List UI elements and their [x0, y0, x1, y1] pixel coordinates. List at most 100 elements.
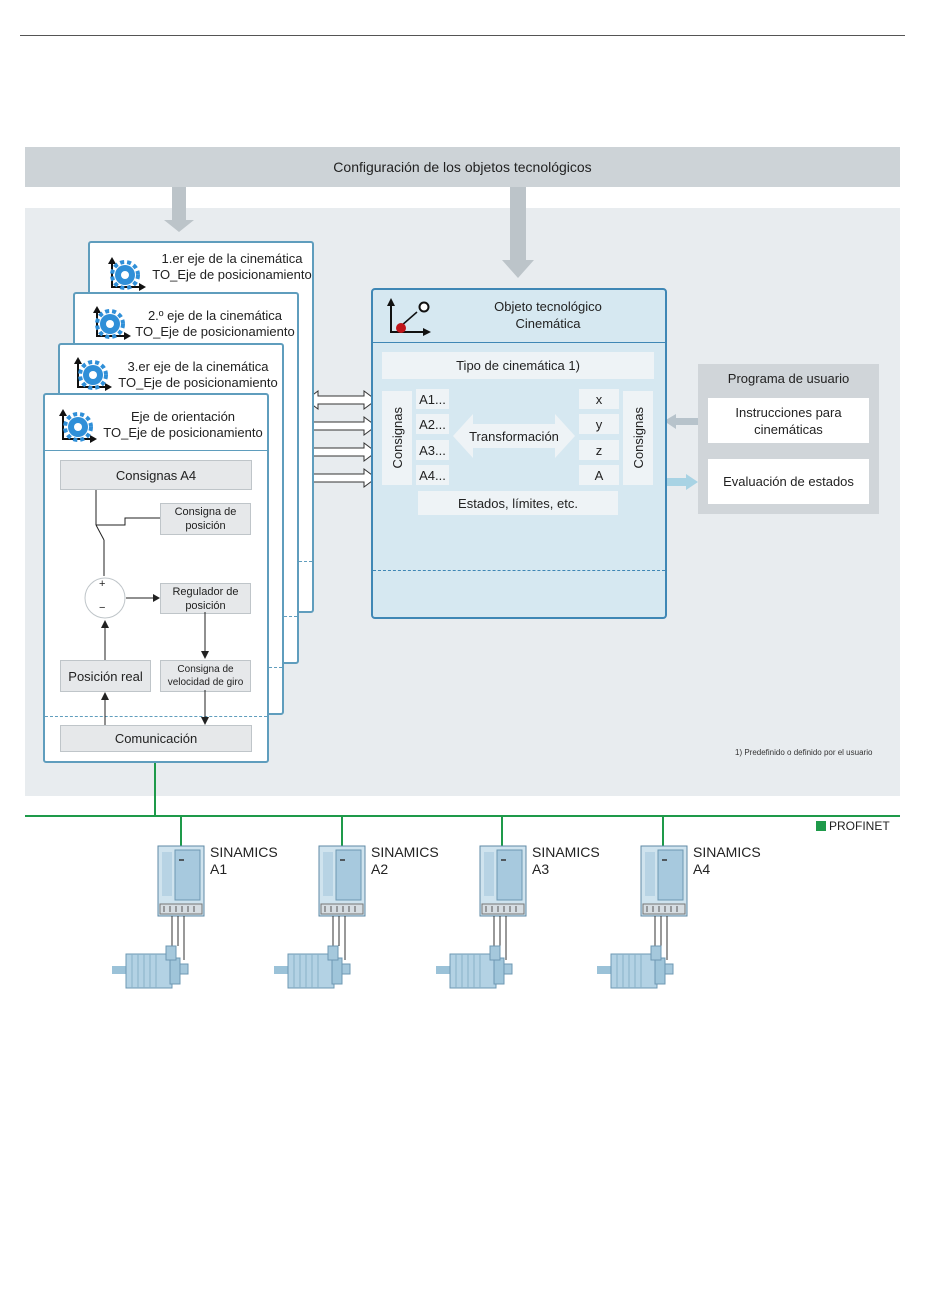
orientation-line2: TO_Eje de posicionamiento	[103, 425, 263, 440]
config-title: Configuración de los objetos tecnológico…	[333, 159, 592, 175]
orientation-divider	[45, 716, 267, 717]
output-x-label: x	[595, 391, 603, 407]
speed-setpoint-box: Consigna de velocidad de giro	[160, 660, 251, 692]
output-x: x	[579, 389, 619, 409]
drive-icon-a1	[157, 845, 205, 917]
coordinate-icon	[108, 257, 146, 291]
drive-a2-id: A2	[371, 861, 389, 877]
transformation-arrow	[453, 414, 575, 458]
motor-icon-a2	[273, 945, 351, 989]
motor-icon-a3	[435, 945, 513, 989]
orientation-header-rule	[45, 450, 267, 451]
kinematics-coordinate-icon	[387, 298, 431, 336]
minus-sign: −	[99, 602, 106, 614]
user-to-kin-arrow	[664, 414, 698, 429]
drive-a3-id: A3	[532, 861, 550, 877]
kinematics-object: Objeto tecnológico Cinemática Tipo de ci…	[371, 288, 667, 619]
input-a2: A2...	[416, 414, 449, 434]
footnote: 1) Predefinido o definido por el usuario	[735, 748, 873, 757]
evaluation-label: Evaluación de estados	[723, 474, 854, 489]
transformation-label: Transformación	[469, 429, 559, 444]
instructions-label: Instrucciones para cinemáticas	[735, 404, 842, 437]
input-a2-label: A2...	[419, 416, 446, 432]
top-rule	[20, 35, 905, 36]
speed-setpoint-label: Consigna de velocidad de giro	[167, 664, 244, 688]
motor-icon-a4	[596, 945, 674, 989]
drive-a1-id: A1	[210, 861, 228, 877]
drive-a1-name: SINAMICS	[210, 844, 278, 860]
coordinate-icon	[59, 409, 97, 443]
input-a1: A1...	[416, 389, 449, 409]
gear-icon	[95, 309, 125, 339]
evaluation-box: Evaluación de estados	[708, 459, 869, 504]
profinet-legend-square	[816, 821, 826, 831]
drive-a4-id: A4	[693, 861, 711, 877]
kinematics-title: Objeto tecnológico Cinemática	[433, 298, 663, 332]
gear-icon	[63, 412, 93, 442]
output-a-label: A	[594, 467, 604, 483]
communication-box: Comunicación	[60, 725, 252, 752]
axis-1-line1: 1.er eje de la cinemática	[161, 251, 303, 266]
user-program: Programa de usuario Instrucciones para c…	[698, 364, 879, 514]
communication-label: Comunicación	[114, 731, 198, 746]
plus-sign: +	[99, 578, 106, 590]
setpoints-left-box: Consignas	[382, 391, 412, 485]
axis-3-line2: TO_Eje de posicionamiento	[118, 375, 278, 390]
setpoints-right-box: Consignas	[623, 391, 653, 485]
real-position-label: Posición real	[68, 668, 143, 684]
output-y: y	[579, 414, 619, 434]
position-controller-label: Regulador de posición	[172, 585, 239, 612]
drive-a2-name: SINAMICS	[371, 844, 439, 860]
motor-icon-a1	[111, 945, 189, 989]
output-a: A	[579, 465, 619, 485]
drive-icon-a3	[479, 845, 527, 917]
input-a1-label: A1...	[419, 391, 446, 407]
summing-junction	[84, 577, 126, 619]
input-a3: A3...	[416, 440, 449, 460]
setpoints-a4-label: Consignas A4	[115, 467, 197, 483]
down-arrow-right	[502, 187, 534, 278]
down-arrow-left	[164, 187, 194, 232]
axis-2-line1: 2.º eje de la cinemática	[147, 308, 283, 323]
kinematics-title-line1: Objeto tecnológico	[494, 299, 602, 314]
coordinate-icon	[93, 306, 131, 340]
position-setpoint-box: Consigna de posición	[160, 503, 251, 535]
kinematics-type-label: Tipo de cinemática 1)	[456, 358, 580, 373]
config-header: Configuración de los objetos tecnológico…	[25, 147, 900, 187]
kinematics-divider	[373, 570, 665, 571]
gear-icon	[110, 260, 140, 290]
axis-1-line2: TO_Eje de posicionamiento	[152, 267, 312, 282]
kinematics-type-box: Tipo de cinemática 1)	[382, 352, 654, 379]
states-label: Estados, límites, etc.	[458, 495, 578, 511]
drive-a3-name: SINAMICS	[532, 844, 600, 860]
real-position-box: Posición real	[60, 660, 151, 692]
position-controller-box: Regulador de posición	[160, 583, 251, 614]
input-a4-label: A4...	[419, 467, 446, 483]
output-z-label: z	[595, 442, 603, 458]
instructions-box: Instrucciones para cinemáticas	[708, 398, 869, 443]
kinematics-header-rule	[373, 342, 665, 343]
output-z: z	[579, 440, 619, 460]
drive-icon-a2	[318, 845, 366, 917]
coordinate-icon	[74, 357, 112, 391]
position-setpoint-label: Consigna de posición	[174, 506, 237, 532]
output-y-label: y	[595, 416, 603, 432]
setpoints-a4-box: Consignas A4	[60, 460, 252, 490]
kinematics-title-line2: Cinemática	[515, 316, 581, 331]
states-box: Estados, límites, etc.	[418, 491, 618, 515]
drive-a4-name: SINAMICS	[693, 844, 761, 860]
drive-icon-a4	[640, 845, 688, 917]
axis-3-line1: 3.er eje de la cinemática	[127, 359, 269, 374]
input-a4: A4...	[416, 465, 449, 485]
